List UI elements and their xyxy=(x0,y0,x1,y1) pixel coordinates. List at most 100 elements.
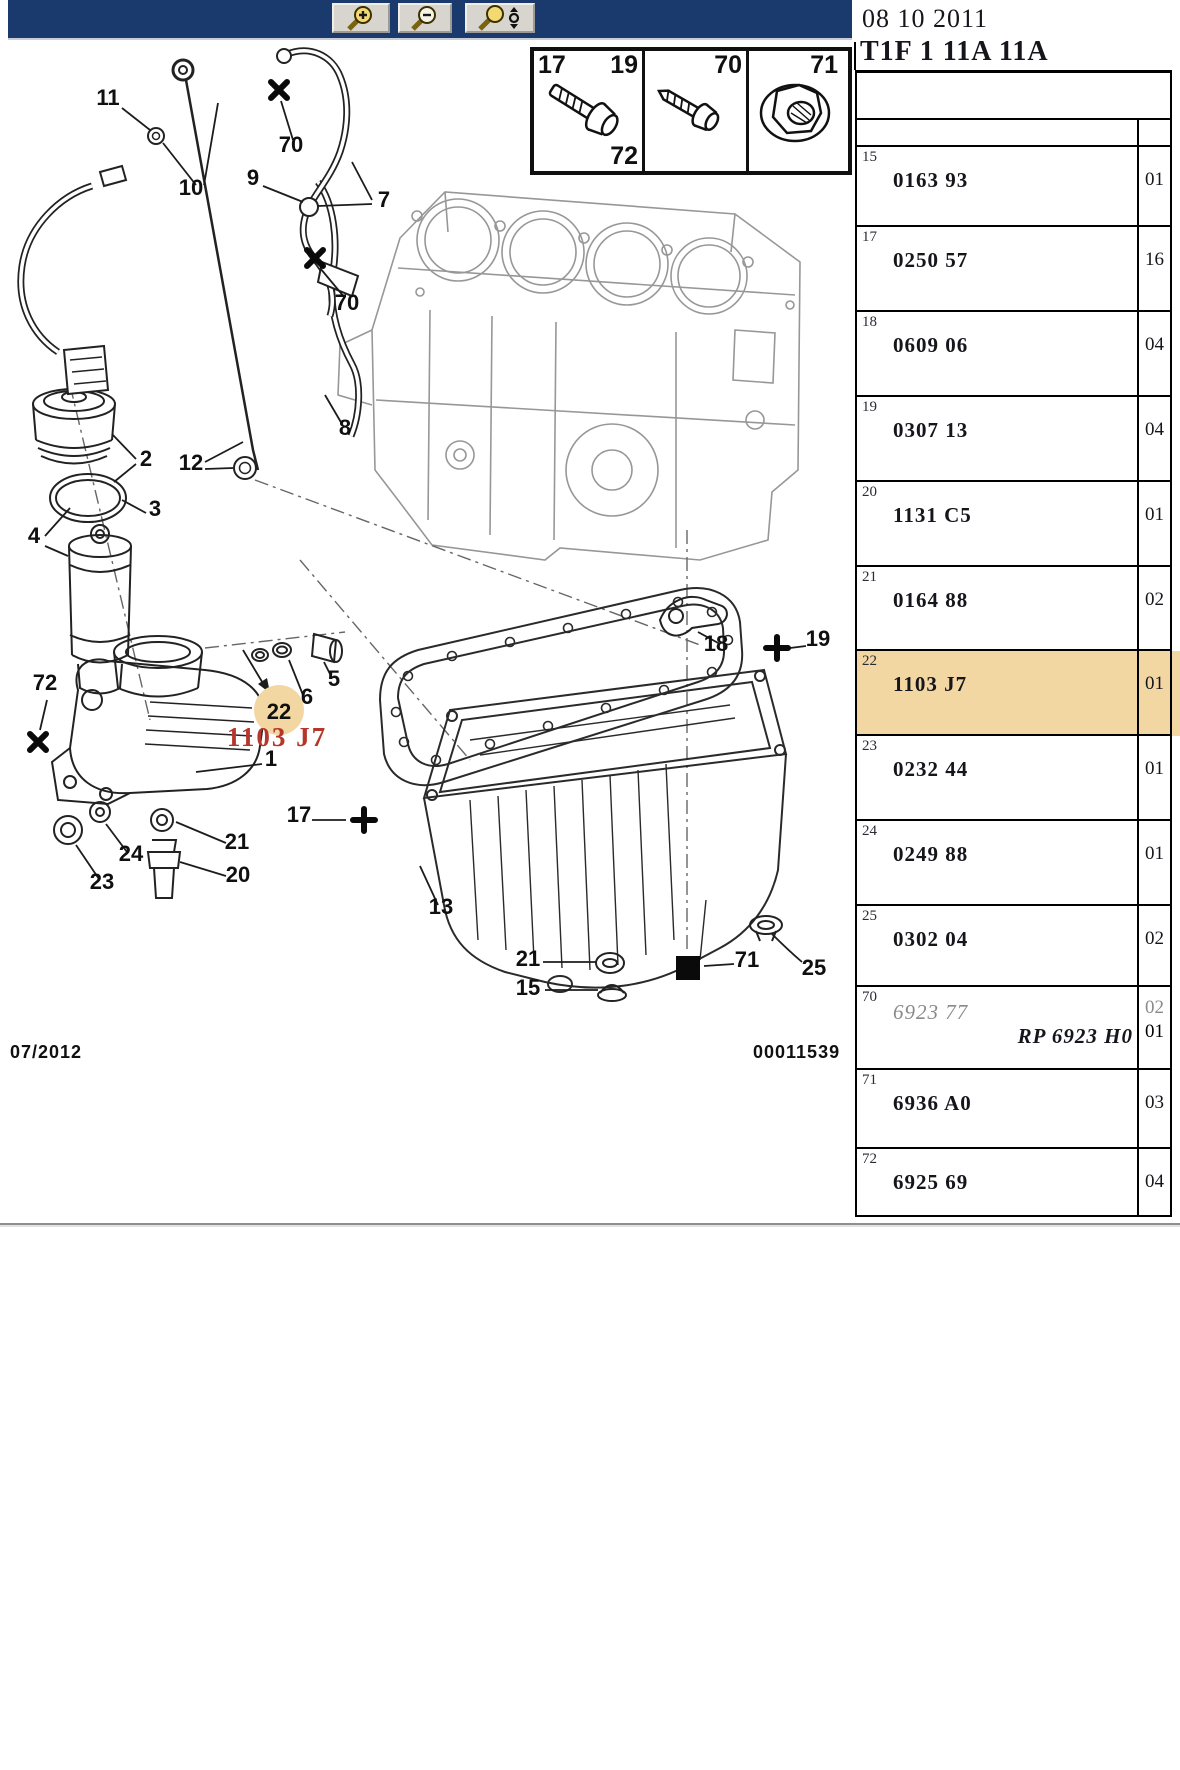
fastener-legend-box: 17 19 72 70 71 xyxy=(530,47,852,175)
dipstick-drawing xyxy=(148,60,258,470)
callout-label-10[interactable]: 10 xyxy=(179,175,203,200)
row-replacement-qty: 01 xyxy=(1139,1021,1170,1043)
callout-label-12[interactable]: 12 xyxy=(179,450,203,475)
table-row[interactable]: 20 1131 C5 01 xyxy=(857,482,1170,567)
callout-label-9[interactable]: 9 xyxy=(247,165,259,190)
table-row[interactable]: 716936 A003 xyxy=(857,1070,1170,1149)
row-ref-number: 21 xyxy=(862,569,877,586)
callout-label-24[interactable]: 24 xyxy=(119,841,144,866)
callout-label-4[interactable]: 4 xyxy=(28,523,41,548)
square-mark xyxy=(676,956,700,980)
callout-label-2[interactable]: 2 xyxy=(140,446,152,471)
callout-label-6[interactable]: 6 xyxy=(301,684,313,709)
catalog-reference: T1F 1 11A 11A xyxy=(860,36,1049,68)
callout-label-8[interactable]: 8 xyxy=(339,415,351,440)
callout-label-70[interactable]: 70 xyxy=(335,290,359,315)
callout-label-71[interactable]: 71 xyxy=(735,947,759,972)
qty-column-header xyxy=(1137,120,1170,145)
row-qty: 04 xyxy=(1145,1171,1164,1193)
parts-table: 150163 9301170250 5716180609 0604190307 … xyxy=(855,70,1172,1217)
leader-lines xyxy=(40,101,806,990)
legend-label: 72 xyxy=(610,142,638,171)
callout-label-20[interactable]: 20 xyxy=(226,862,250,887)
row-qty-cell: 02 xyxy=(1137,906,1170,985)
magnifier-plus-icon xyxy=(341,5,381,31)
zoom-out-button[interactable] xyxy=(398,3,452,33)
plus-mark xyxy=(353,809,375,831)
row-qty: 16 xyxy=(1145,249,1164,271)
callout-label-25[interactable]: 25 xyxy=(802,955,826,980)
row-qty: 01 xyxy=(1145,843,1164,865)
zoom-pan-button[interactable] xyxy=(465,3,535,33)
callout-label-72[interactable]: 72 xyxy=(33,670,57,695)
row-qty: 04 xyxy=(1145,419,1164,441)
callout-label-5[interactable]: 5 xyxy=(328,666,340,691)
small-parts-drawing xyxy=(54,597,782,1001)
callout-label-1[interactable]: 1 xyxy=(265,746,277,771)
row-qty: 01 xyxy=(1145,504,1164,526)
plus-mark xyxy=(766,637,788,659)
row-qty-cell: 16 xyxy=(1137,227,1170,310)
zoom-toolbar xyxy=(8,0,852,38)
table-row[interactable]: 230232 4401 xyxy=(857,736,1170,821)
diagram-callouts: 1110970770812234725611721202423131819211… xyxy=(28,85,830,1000)
row-qty: 03 xyxy=(1145,1092,1164,1114)
callout-label-18[interactable]: 18 xyxy=(704,631,728,656)
zoom-in-button[interactable] xyxy=(332,3,390,33)
callout-label-11[interactable]: 11 xyxy=(96,85,119,110)
row-qty-cell: 01 xyxy=(1137,821,1170,904)
table-row[interactable]: 24 0249 88 01 xyxy=(857,821,1170,906)
table-row[interactable]: 706923 77RP 6923 H00201 xyxy=(857,987,1170,1070)
diagram-number-label: 00011539 xyxy=(753,1042,840,1063)
row-part-number: 6923 77 xyxy=(893,1000,968,1025)
row-ref-number: 70 xyxy=(862,989,877,1006)
row-part-number: 1103 J7 xyxy=(893,672,967,697)
diagram-date-label: 07/2012 xyxy=(10,1042,82,1063)
table-row[interactable]: 180609 0604 xyxy=(857,312,1170,397)
row-part-number: 1131 C5 xyxy=(893,503,972,528)
table-row[interactable]: 221103 J701 xyxy=(857,651,1170,736)
callout-label-21[interactable]: 21 xyxy=(516,946,540,971)
page-bottom-divider xyxy=(0,1223,1180,1227)
row-ref-number: 18 xyxy=(862,314,877,331)
row-ref-number: 71 xyxy=(862,1072,877,1089)
highlight-overflow-strip xyxy=(1172,651,1180,736)
table-row[interactable]: 170250 5716 xyxy=(857,227,1170,312)
magnifier-move-icon xyxy=(474,5,526,31)
row-qty: 02 xyxy=(1145,928,1164,950)
callout-label-17[interactable]: 17 xyxy=(287,802,311,827)
row-part-number: 0250 57 xyxy=(893,248,968,273)
row-ref-number: 20 xyxy=(862,484,877,501)
callout-label-13[interactable]: 13 xyxy=(429,894,453,919)
table-row[interactable]: 150163 9301 xyxy=(857,147,1170,227)
legend-label: 70 xyxy=(714,51,742,80)
row-ref-number: 24 xyxy=(862,823,877,840)
row-qty-cell: 01 xyxy=(1137,736,1170,819)
callout-label-7[interactable]: 7 xyxy=(378,187,390,212)
callout-label-15[interactable]: 15 xyxy=(516,975,540,1000)
toolbar-underline xyxy=(8,38,852,40)
row-qty-cell: 01 xyxy=(1137,651,1170,734)
row-ref-number: 25 xyxy=(862,908,877,925)
row-part-number: 0164 88 xyxy=(893,588,968,613)
row-ref-number: 23 xyxy=(862,738,877,755)
highlight-ref-label[interactable]: 22 xyxy=(267,699,291,724)
row-qty: 01 xyxy=(1145,169,1164,191)
table-row[interactable]: 72 6925 69 04 xyxy=(857,1149,1170,1217)
row-ref-number: 72 xyxy=(862,1151,877,1168)
callout-label-19[interactable]: 19 xyxy=(806,626,830,651)
callout-label-21[interactable]: 21 xyxy=(225,829,249,854)
callout-label-3[interactable]: 3 xyxy=(149,496,161,521)
row-qty: 04 xyxy=(1145,334,1164,356)
callout-label-23[interactable]: 23 xyxy=(90,869,114,894)
table-row[interactable]: 210164 8802 xyxy=(857,567,1170,651)
gasket-drawing xyxy=(380,588,742,785)
table-row[interactable]: 250302 0402 xyxy=(857,906,1170,987)
row-part-number: 0307 13 xyxy=(893,418,968,443)
row-part-number: 0249 88 xyxy=(893,842,968,867)
table-row[interactable]: 190307 1304 xyxy=(857,397,1170,482)
callout-label-70[interactable]: 70 xyxy=(279,132,303,157)
row-qty-cell: 0201 xyxy=(1137,987,1170,1068)
row-part-number: 6925 69 xyxy=(893,1170,968,1195)
